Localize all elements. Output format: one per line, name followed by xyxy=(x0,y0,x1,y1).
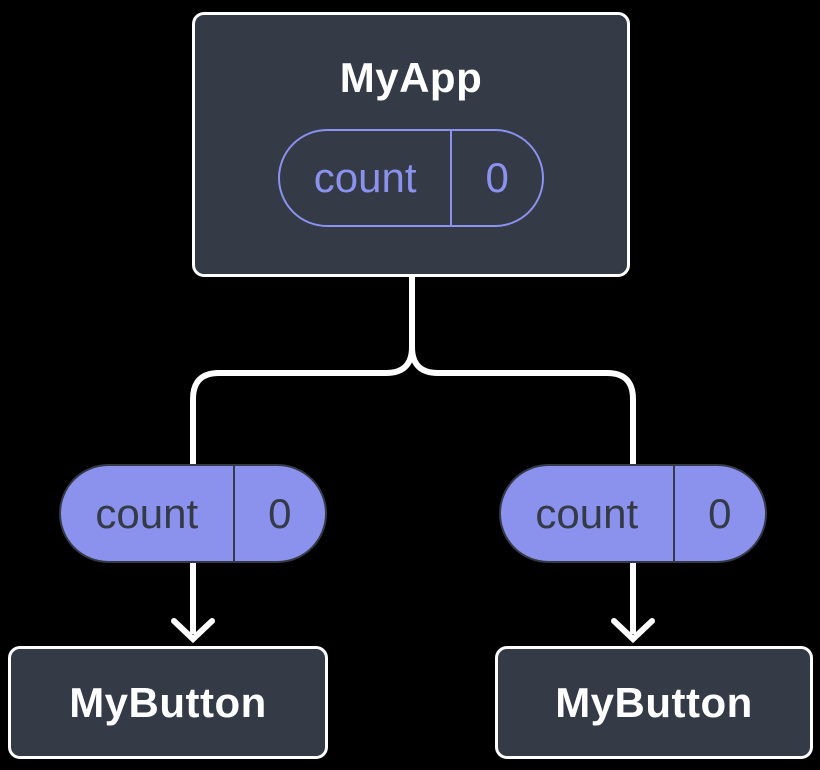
node-title-mybutton-right: MyButton xyxy=(555,678,753,726)
state-pill-root: count 0 xyxy=(278,129,544,227)
state-pill-left-child: count 0 xyxy=(59,464,327,563)
edge-root-to-left-child xyxy=(190,276,415,634)
node-mybutton-right-card: MyButton xyxy=(495,646,813,759)
state-pill-right-child: count 0 xyxy=(499,464,767,563)
node-title-mybutton-left: MyButton xyxy=(69,678,267,726)
edge-root-to-right-child xyxy=(409,276,636,634)
state-value-label: 0 xyxy=(708,489,732,537)
state-name-label: count xyxy=(280,131,453,225)
state-value-label: 0 xyxy=(485,154,509,201)
state-name-label: count xyxy=(501,466,675,561)
node-title-myapp: MyApp xyxy=(339,54,483,101)
arrow-down-right-icon xyxy=(611,618,655,644)
node-mybutton-left-card: MyButton xyxy=(8,646,328,759)
node-myapp-card: MyApp count 0 xyxy=(192,12,630,277)
arrow-down-left-icon xyxy=(171,618,215,644)
state-value-label: 0 xyxy=(268,489,292,537)
state-name-label: count xyxy=(61,466,235,561)
